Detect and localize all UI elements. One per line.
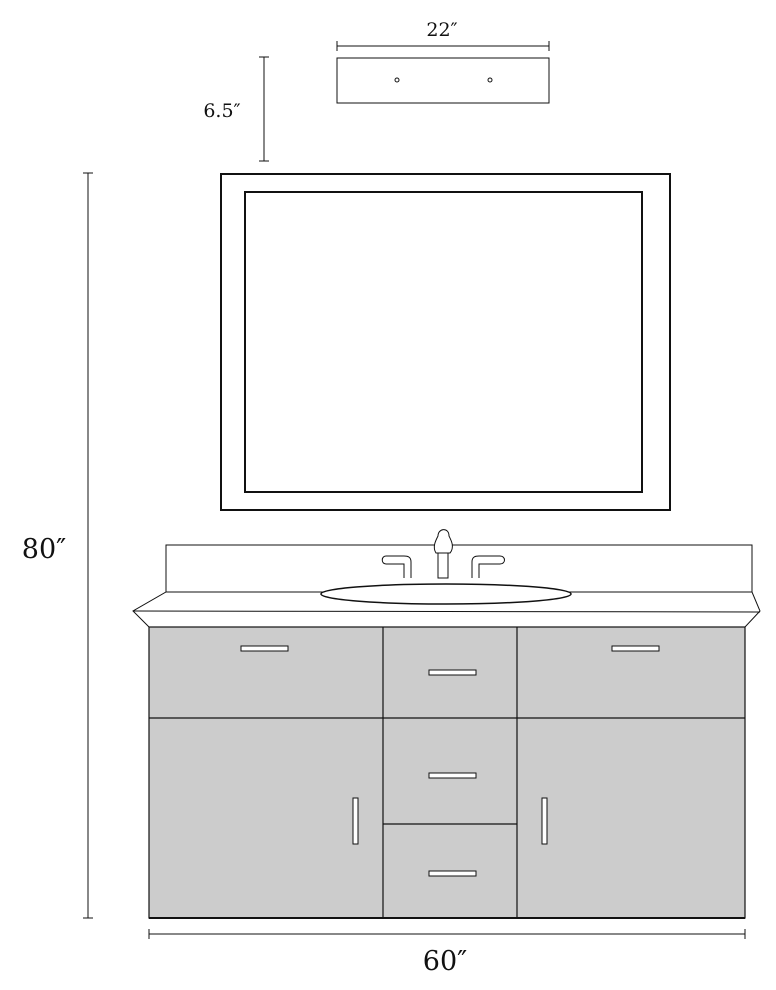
fixture-height-label: 6.5″: [203, 100, 240, 122]
drawer-pull-icon: [428, 870, 477, 877]
vanity-width-label: 60″: [423, 946, 467, 977]
door-pull-icon: [541, 797, 548, 845]
mount-screw-icon: [487, 77, 493, 83]
drawer-pull-icon: [240, 645, 289, 652]
countertop: [132, 544, 761, 628]
right-handle-icon: [471, 555, 505, 578]
total-height-dimension: [83, 172, 93, 919]
fixture-width-dimension: [336, 41, 550, 51]
left-handle-icon: [381, 555, 412, 578]
faucet-icon: [381, 529, 505, 579]
mirror: [220, 173, 671, 511]
drawer-pull-icon: [428, 669, 477, 676]
fixture-width-label: 22″: [426, 19, 457, 41]
drawer-pull-icon: [611, 645, 660, 652]
vanity-width-dimension: [148, 929, 746, 939]
drawer-pull-icon: [428, 772, 477, 779]
mount-screw-icon: [394, 77, 400, 83]
door-pull-icon: [352, 797, 359, 845]
fixture-backplate: [336, 57, 550, 104]
total-height-label: 80″: [22, 534, 66, 565]
sink-basin: [320, 583, 572, 605]
vanity-light-fixture: [336, 57, 550, 104]
vanity-cabinet: [148, 626, 746, 919]
fixture-height-dimension: [259, 56, 269, 162]
